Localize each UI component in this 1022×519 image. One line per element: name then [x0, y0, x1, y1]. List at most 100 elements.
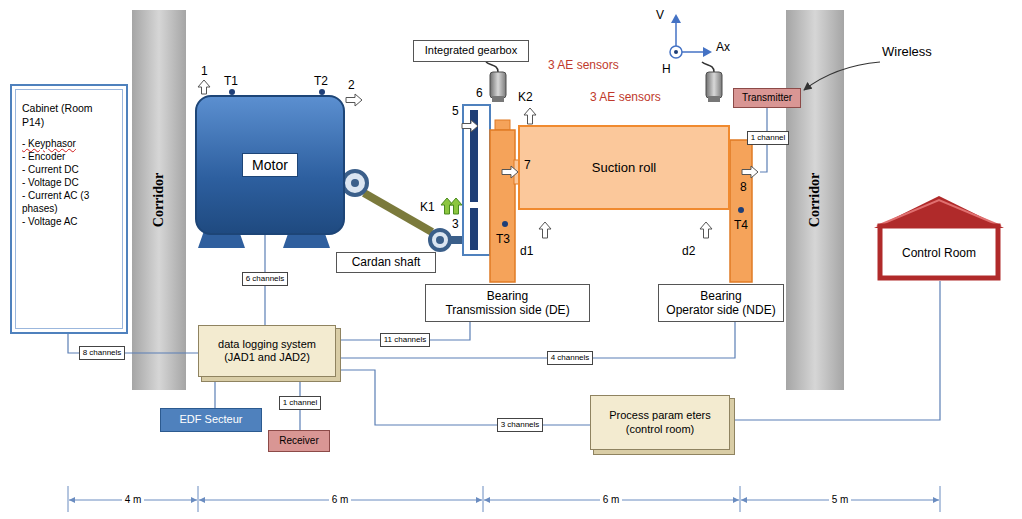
- dimension-tick: [483, 486, 484, 512]
- sensor-foot: [708, 96, 720, 102]
- callout-number: H: [662, 62, 671, 76]
- node-text: Control Room: [902, 246, 976, 260]
- dimension-tick: [940, 486, 941, 512]
- sensor-arrow: [502, 166, 518, 178]
- node-text: (JAD1 and JAD2): [224, 351, 310, 364]
- callout-number: T4: [734, 218, 748, 232]
- device-box: Transmitter: [733, 88, 801, 108]
- sensor-body: [490, 72, 506, 98]
- node-text: Suction roll: [592, 160, 656, 176]
- system-box: Process param eters(control room): [590, 395, 730, 450]
- axis-head: [703, 47, 712, 57]
- node-text: EDF Secteur: [180, 413, 243, 426]
- sensor-arrow: [539, 222, 551, 238]
- house-roof: [874, 196, 1004, 228]
- node-text: Bearing: [487, 289, 528, 303]
- node-text: Cabinet (Room P14): [22, 102, 116, 129]
- coupling-hub: [436, 236, 444, 244]
- gearbox-housing: [463, 105, 490, 255]
- channel-label: 3 channels: [497, 418, 544, 432]
- node-text: Transmitter: [742, 92, 792, 104]
- callout-number: K2: [518, 90, 533, 104]
- channel-label: 1 channel: [279, 396, 322, 410]
- callout-number: Ax: [716, 40, 730, 54]
- dimension-label: 6 m: [600, 494, 623, 506]
- node-text: - Encoder: [22, 150, 65, 163]
- dimension-label: 6 m: [329, 494, 352, 506]
- axis-line: [682, 51, 704, 53]
- device-box: Receiver: [268, 430, 330, 452]
- channel-label: 11 channels: [380, 333, 431, 347]
- channel-label: 1 channel: [747, 131, 790, 145]
- temperature-point: [738, 207, 744, 213]
- signal-line: [336, 370, 590, 425]
- coupling: [430, 230, 450, 250]
- callout-number: T2: [314, 74, 328, 88]
- node-text: Motor: [242, 153, 298, 178]
- node-text: Cardan shaft: [352, 255, 421, 269]
- callout-number: T1: [224, 74, 238, 88]
- node-text: Process param eters: [609, 409, 710, 422]
- axis-origin: [670, 46, 682, 58]
- coupling: [343, 171, 367, 195]
- note-label: Wireless: [882, 44, 932, 59]
- channel-label: 4 channels: [547, 351, 594, 365]
- callout-number: V: [656, 8, 664, 22]
- callout-number: 8: [740, 180, 747, 194]
- axis-dot: [674, 50, 678, 54]
- sensor-arrow: [198, 80, 210, 94]
- node-text: data logging system: [218, 338, 316, 351]
- corridor-band: Corridor: [132, 10, 186, 390]
- callout-number: 7: [524, 158, 531, 172]
- node-text: Receiver: [279, 435, 318, 447]
- node-text: Operator side (NDE): [666, 303, 775, 317]
- dimension-tick: [198, 486, 199, 512]
- bearing-nde: [730, 140, 752, 282]
- corridor-band: Corridor: [786, 10, 844, 390]
- system-box: data logging system(JAD1 and JAD2): [198, 325, 336, 377]
- callout-number: 3: [452, 217, 459, 231]
- suction-roll: Suction roll: [518, 125, 730, 210]
- axis-head: [671, 14, 681, 23]
- coupling-hub: [351, 179, 359, 187]
- sensor-arrow: [450, 198, 462, 214]
- node-text: - Current DC: [22, 163, 79, 176]
- node-text: - Voltage DC: [22, 176, 79, 189]
- sensor-arrow: [742, 166, 758, 178]
- channel-label: 8 channels: [79, 346, 126, 360]
- sensor-label: 3 AE sensors: [548, 58, 619, 72]
- sensor-foot: [492, 96, 504, 102]
- callout-number: d2: [682, 244, 695, 258]
- sensor-cable: [486, 62, 498, 72]
- signal-line: [336, 322, 735, 358]
- callout-number: 2: [348, 78, 355, 92]
- node-text: Transmission side (DE): [445, 303, 569, 317]
- ae-sensor-icon: [486, 62, 506, 102]
- channel-label: 6 channels: [242, 272, 289, 286]
- house-outline: [873, 195, 1005, 281]
- callout-number: 6: [476, 86, 483, 100]
- control-room: Control Room: [873, 195, 1005, 281]
- bearing-cap: [495, 120, 510, 130]
- label-box: BearingOperator side (NDE): [658, 284, 784, 322]
- sensor-body: [706, 72, 722, 98]
- sensor-label: 3 AE sensors: [590, 90, 661, 104]
- label-box: Cardan shaft: [336, 252, 436, 273]
- corridor-band: [132, 10, 186, 390]
- roof-edge: [877, 200, 1001, 226]
- gearbox-shaft: [450, 236, 464, 244]
- motor-body: Motor: [195, 95, 345, 235]
- node-text: (control room): [626, 423, 694, 436]
- dimension-label: 4 m: [122, 494, 145, 506]
- cabinet-box: Cabinet (Room P14)- Keyphasor- Encoder- …: [10, 84, 128, 334]
- node-text: - Voltage AC: [22, 215, 78, 228]
- ae-sensor-icon: [702, 62, 722, 102]
- node-text: Bearing: [700, 289, 741, 303]
- node-text: Corridor: [807, 173, 823, 227]
- house-body: [880, 226, 998, 278]
- sensor-arrow: [700, 222, 712, 238]
- label-box: BearingTransmission side (DE): [425, 284, 590, 322]
- node-text: - Current AC (3 phases): [22, 189, 116, 215]
